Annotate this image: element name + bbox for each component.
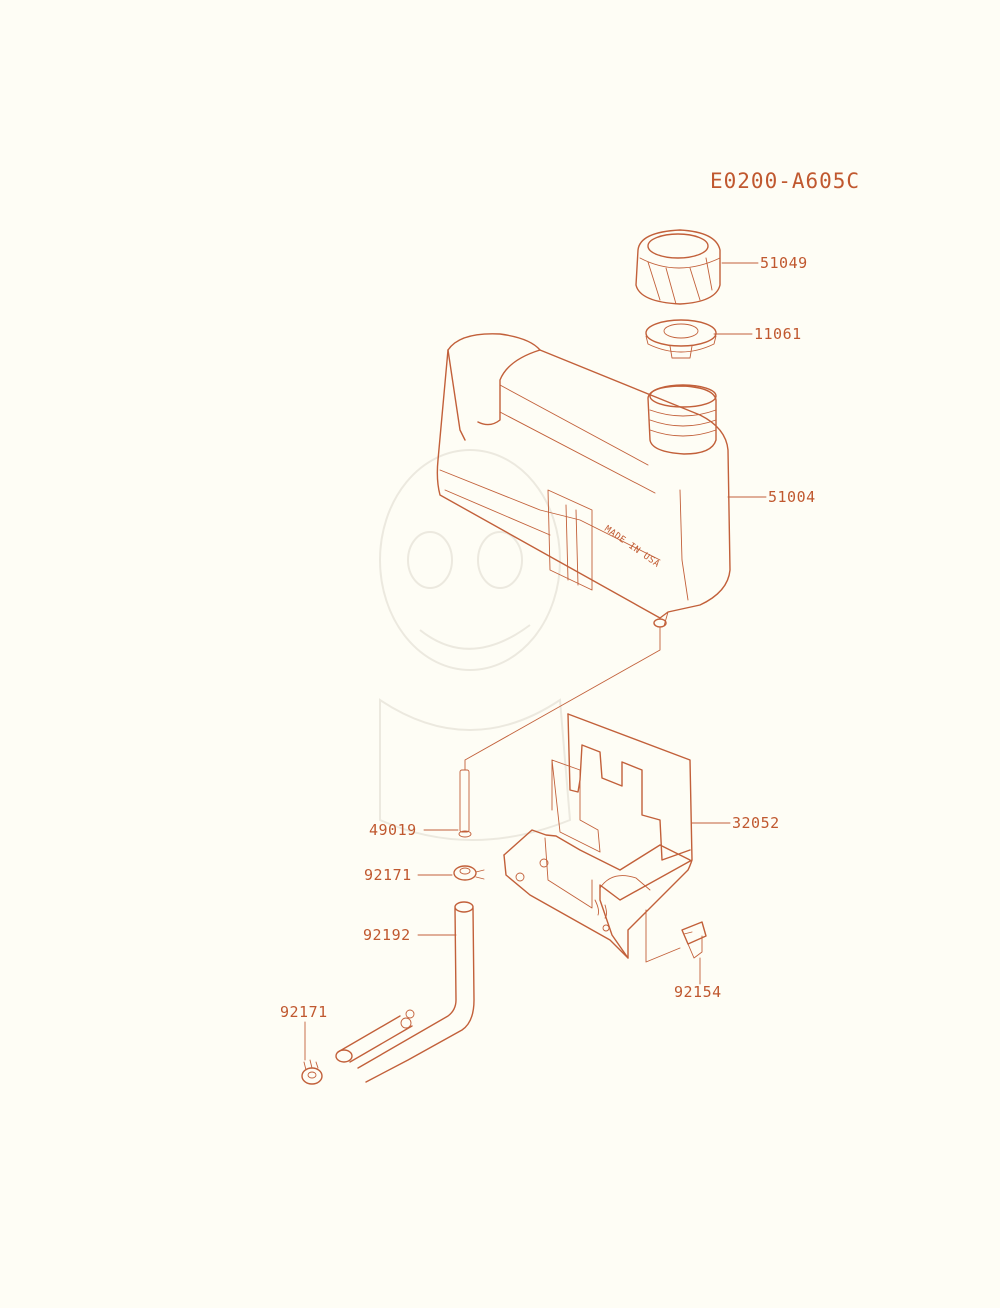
label-92171-upper: 92171 <box>364 866 412 884</box>
gasket <box>645 319 717 359</box>
label-11061: 11061 <box>754 325 802 343</box>
tank-bracket <box>503 713 693 959</box>
label-51004: 51004 <box>768 488 816 506</box>
assembly-guide-line <box>464 627 661 771</box>
diagram-code: E0200-A605C <box>710 169 860 193</box>
label-92192: 92192 <box>363 926 411 944</box>
fuel-tank <box>436 333 731 628</box>
tank-embossing: MADE IN USA <box>602 524 661 570</box>
watermark <box>379 449 572 841</box>
label-92154: 92154 <box>674 983 722 1001</box>
filter-pin <box>458 769 472 838</box>
hose-clamp-upper <box>453 865 485 881</box>
fuel-hose <box>335 901 475 1083</box>
label-32052: 32052 <box>732 814 780 832</box>
label-51049: 51049 <box>760 254 808 272</box>
hose-clamp-lower <box>301 1059 323 1085</box>
bracket-bolt <box>681 921 707 959</box>
bolt-guide-line <box>645 909 681 963</box>
label-49019: 49019 <box>369 821 417 839</box>
fuel-cap <box>635 229 721 305</box>
label-92171-lower: 92171 <box>280 1003 328 1021</box>
